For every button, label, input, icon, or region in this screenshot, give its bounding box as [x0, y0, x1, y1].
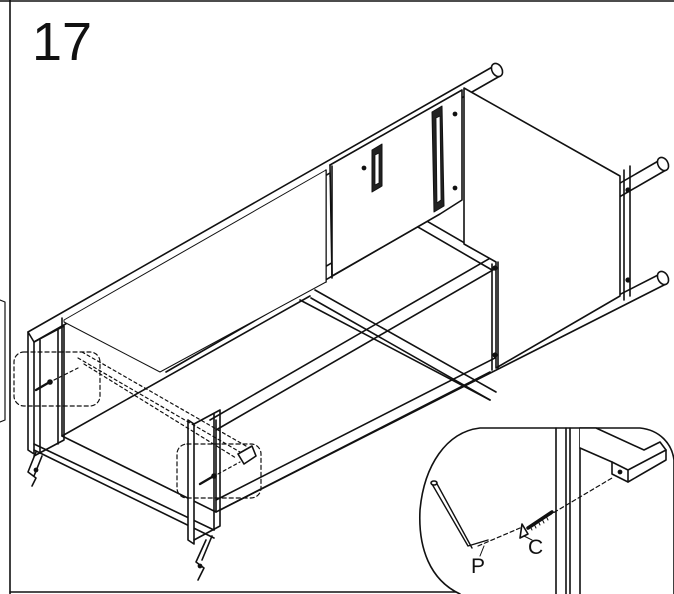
- rod-end: [237, 445, 257, 465]
- screw-detail-left: [13, 351, 101, 407]
- cabinet-body: [61, 169, 491, 513]
- rod-insertion-path: [77, 351, 247, 459]
- step-number: 17: [32, 12, 93, 72]
- detail-inset: [419, 427, 674, 594]
- part-label-c: C: [528, 536, 544, 559]
- right-end-frame: [463, 87, 631, 371]
- left-end-frame: [27, 325, 221, 581]
- center-divider-panel: [325, 89, 463, 283]
- screw-detail-right: [176, 443, 262, 499]
- part-label-p: P: [471, 555, 486, 578]
